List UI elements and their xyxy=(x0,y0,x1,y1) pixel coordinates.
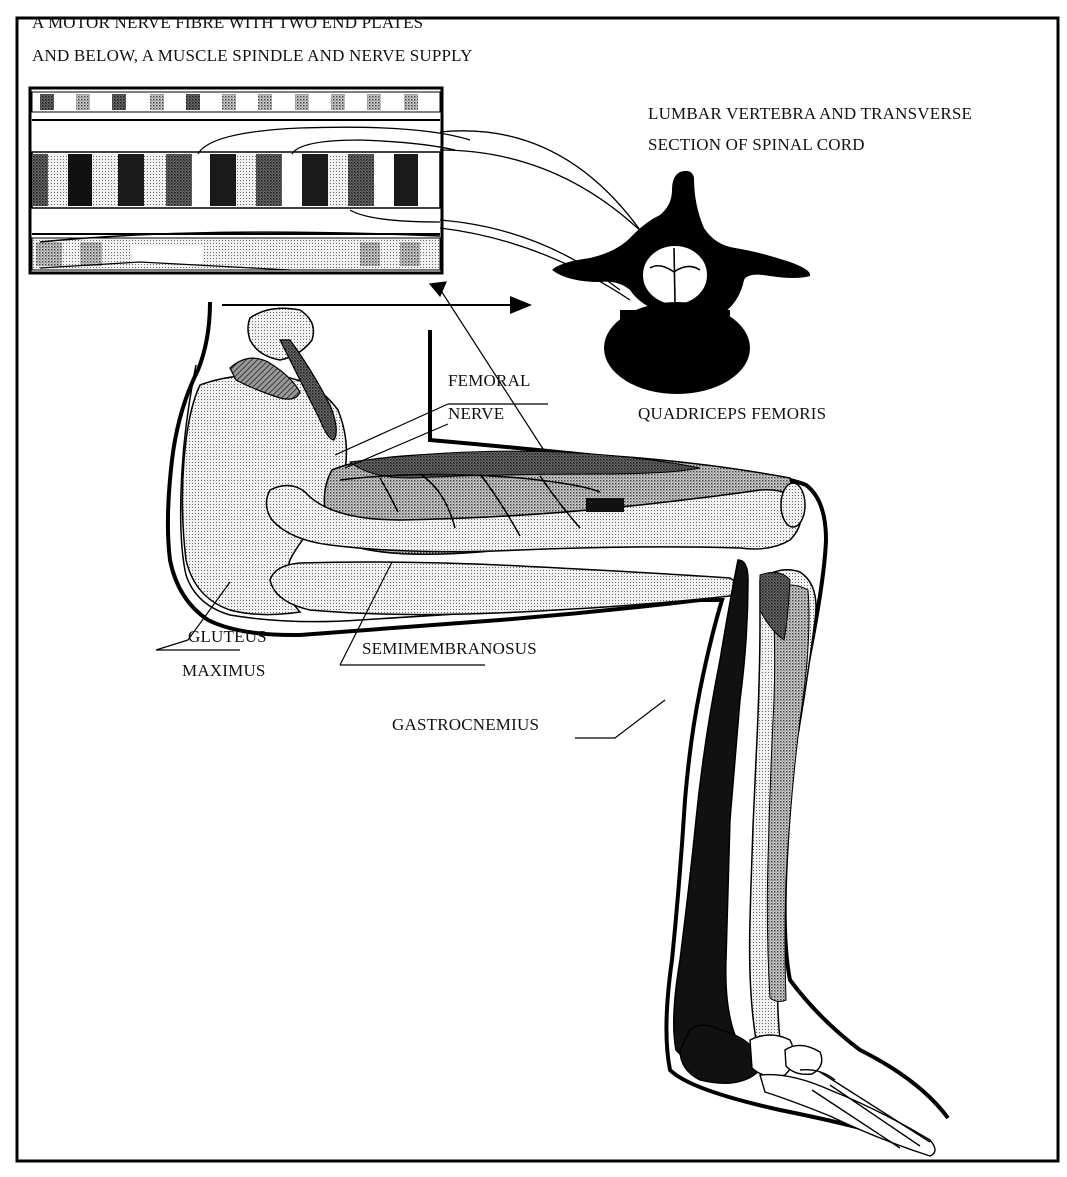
lumbar-vertebra xyxy=(552,171,810,394)
middle-band-blocks xyxy=(32,154,418,206)
heading-line-2: AND BELOW, A MUSCLE SPINDLE AND NERVE SU… xyxy=(32,47,473,64)
label-gluteus-maximus-2: MAXIMUS xyxy=(182,662,266,679)
vertebra-caption-line-2: SECTION OF SPINAL CORD xyxy=(648,136,865,153)
heading-line-1: A MOTOR NERVE FIBRE WITH TWO END PLATES xyxy=(32,14,423,31)
label-semimembranosus: SEMIMEMBRANOSUS xyxy=(362,640,537,657)
vertebra-caption-line-1: LUMBAR VERTEBRA AND TRANSVERSE xyxy=(648,105,972,122)
label-quadriceps-femoris: QUADRICEPS FEMORIS xyxy=(638,405,826,422)
label-gluteus-maximus-1: GLUTEUS xyxy=(188,628,267,645)
label-femoral-nerve-2: NERVE xyxy=(448,405,504,422)
label-gastrocnemius: GASTROCNEMIUS xyxy=(392,716,539,733)
muscle-spindle xyxy=(586,498,624,512)
label-femoral-nerve-1: FEMORAL xyxy=(448,372,531,389)
hip-bone xyxy=(248,308,314,360)
semimembranosus-muscle xyxy=(270,562,737,615)
foot-bones xyxy=(680,1025,935,1156)
patella xyxy=(781,483,805,527)
nerve-fibre-inset xyxy=(30,88,470,273)
